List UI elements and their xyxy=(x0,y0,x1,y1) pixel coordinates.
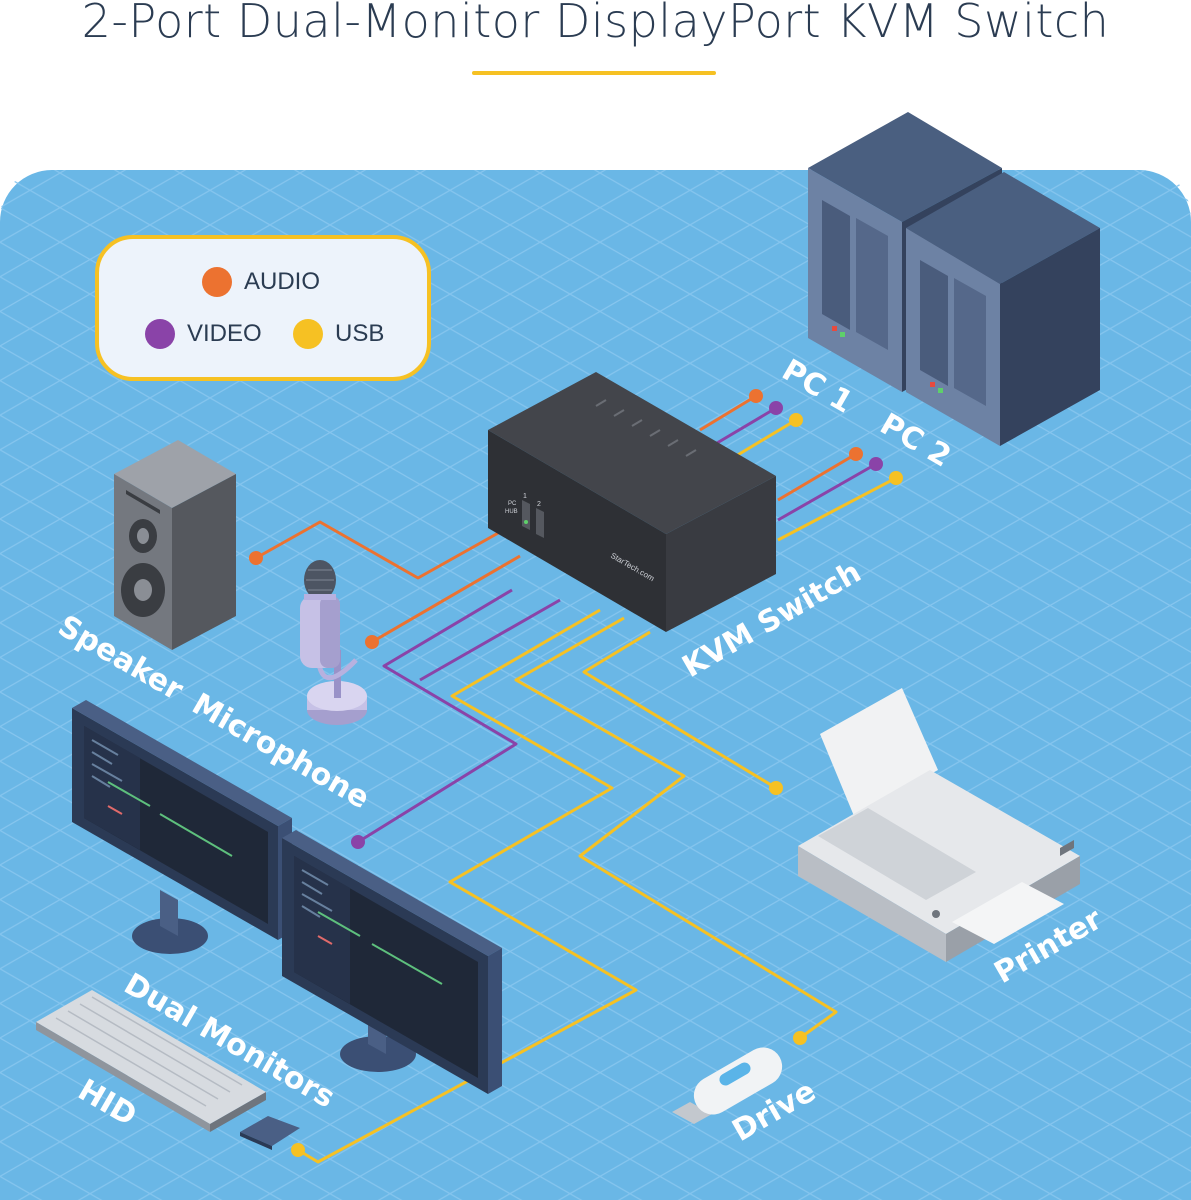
cable-endpoints xyxy=(249,389,903,1157)
video-cable-monitor2 xyxy=(419,598,561,682)
usb-cable-hid xyxy=(297,608,638,1164)
pc2-tower xyxy=(906,172,1100,446)
video-dot-icon xyxy=(145,319,175,349)
legend-audio-label: AUDIO xyxy=(244,268,321,295)
usb-cable-drive xyxy=(514,616,838,1040)
printer xyxy=(798,688,1080,962)
microphone xyxy=(300,560,367,725)
video-cable-monitor1 xyxy=(357,588,518,844)
usb-drive xyxy=(672,1047,783,1124)
speaker xyxy=(114,440,236,650)
cables xyxy=(255,394,897,1164)
audio-cable-pc1 xyxy=(699,394,757,432)
legend-usb-label: USB xyxy=(335,320,385,347)
audio-dot-icon xyxy=(202,267,232,297)
video-cable-pc1 xyxy=(711,406,777,448)
kvm-switch: PC HUB 1 2 StarTech.com xyxy=(488,372,776,632)
legend-video: VIDEO xyxy=(145,319,262,349)
usb-cable-pc2 xyxy=(777,476,897,542)
legend-video-label: VIDEO xyxy=(187,320,262,347)
audio-cable-speaker xyxy=(255,520,501,580)
usb-cable-printer xyxy=(582,630,777,790)
usb-cable-pc1 xyxy=(735,418,797,458)
mouse xyxy=(240,1116,300,1150)
switch-port2-text: 2 xyxy=(537,501,541,508)
keyboard xyxy=(36,990,266,1132)
legend-box: AUDIO VIDEO USB xyxy=(95,235,431,381)
legend-usb: USB xyxy=(293,319,384,349)
title-underline xyxy=(472,71,716,75)
video-cable-pc2 xyxy=(777,462,877,522)
switch-hub-text: HUB xyxy=(505,509,518,515)
audio-cable-microphone xyxy=(371,554,521,644)
switch-pc-text: PC xyxy=(508,501,517,507)
audio-cable-pc2 xyxy=(777,452,857,502)
monitor-right xyxy=(282,830,502,1094)
usb-dot-icon xyxy=(293,319,323,349)
page-title: 2-Port Dual-Monitor DisplayPort KVM Swit… xyxy=(81,0,1110,48)
monitor-left xyxy=(72,700,292,954)
legend-audio: AUDIO xyxy=(202,267,320,297)
switch-port1-text: 1 xyxy=(523,493,527,500)
